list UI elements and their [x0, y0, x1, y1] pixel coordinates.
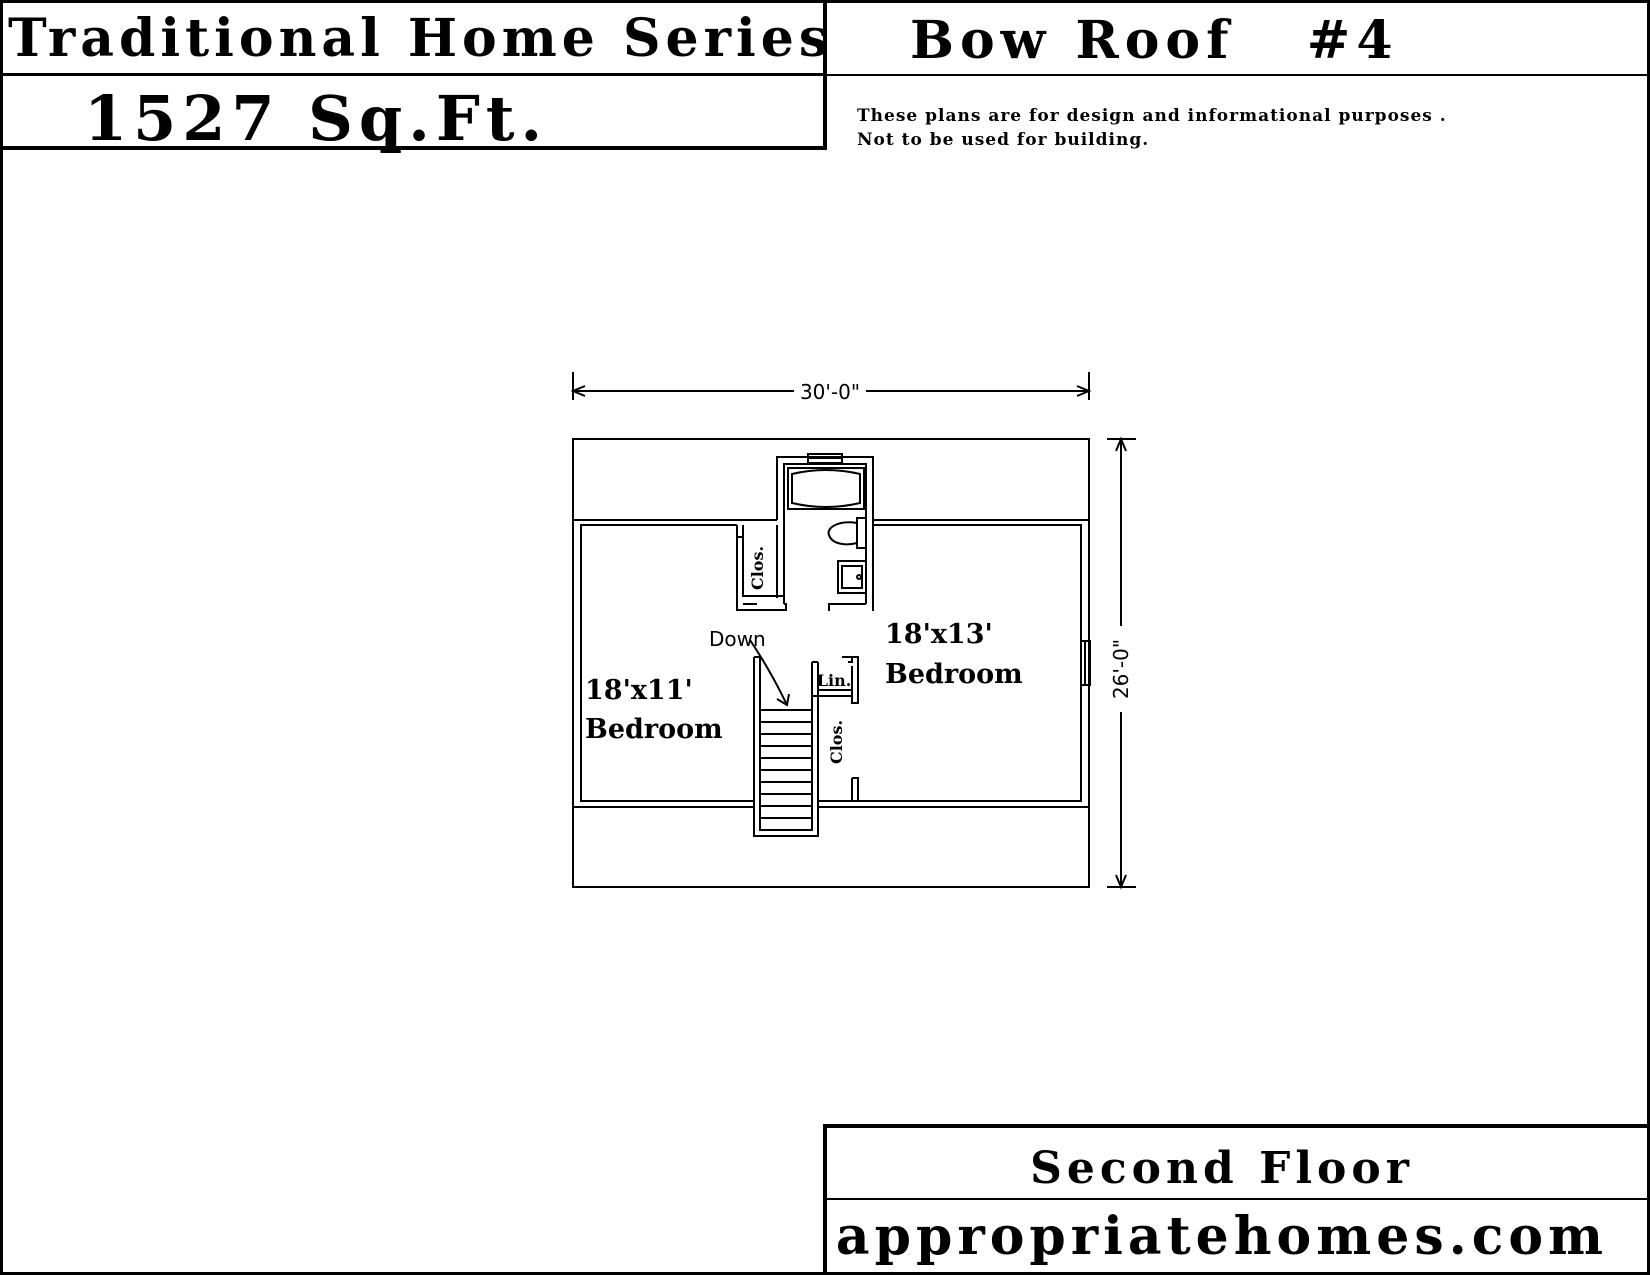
title-block-plan: [823, 0, 1650, 76]
width-dimension-label: 30'-0": [800, 380, 860, 404]
title-block-area: [0, 73, 827, 150]
right-closet-label: Clos.: [827, 720, 846, 764]
website-label: appropriatehomes.com: [835, 1206, 1609, 1267]
bedroom-right: 18'x13' Bedroom: [885, 619, 1023, 690]
left-closet: Clos.: [736, 525, 787, 611]
stair-direction-arrow: [749, 639, 788, 706]
disclaimer-line-1: These plans are for design and informati…: [857, 106, 1447, 126]
bedroom-right-size: 18'x13': [885, 619, 993, 650]
disclaimer-line-2: Not to be used for building.: [857, 130, 1150, 150]
footer-divider: [827, 1198, 1650, 1200]
square-footage: 1527 Sq.Ft.: [84, 82, 549, 155]
sink-icon: [837, 560, 867, 594]
toilet-icon: [827, 521, 858, 546]
depth-dimension: 26'-0": [1107, 436, 1136, 890]
linen-label: Lin.: [817, 671, 852, 690]
disclaimer: These plans are for design and informati…: [857, 104, 1447, 152]
bedroom-left-name: Bedroom: [585, 714, 723, 745]
left-closet-label: Clos.: [748, 546, 767, 590]
footer-block: [823, 1124, 1650, 1275]
bathtub-icon: [787, 467, 865, 510]
bedroom-left: 18'x11' Bedroom: [585, 675, 723, 745]
bedroom-right-name: Bedroom: [885, 659, 1023, 690]
stairs: Down: [709, 627, 819, 837]
bedroom-left-size: 18'x11': [585, 675, 693, 706]
toilet-tank-icon: [856, 517, 867, 549]
series-title: Traditional Home Series: [8, 8, 834, 69]
right-closet: Clos.: [827, 720, 859, 802]
width-dimension: 30'-0": [570, 372, 1092, 404]
linen-closet: Lin.: [811, 656, 859, 704]
depth-dimension-label: 26'-0": [1109, 639, 1133, 699]
plan-name: Bow Roof #4: [910, 10, 1399, 71]
bathroom: [776, 453, 874, 611]
floor-label: Second Floor: [1030, 1143, 1414, 1194]
stair-down-label: Down: [709, 627, 766, 651]
